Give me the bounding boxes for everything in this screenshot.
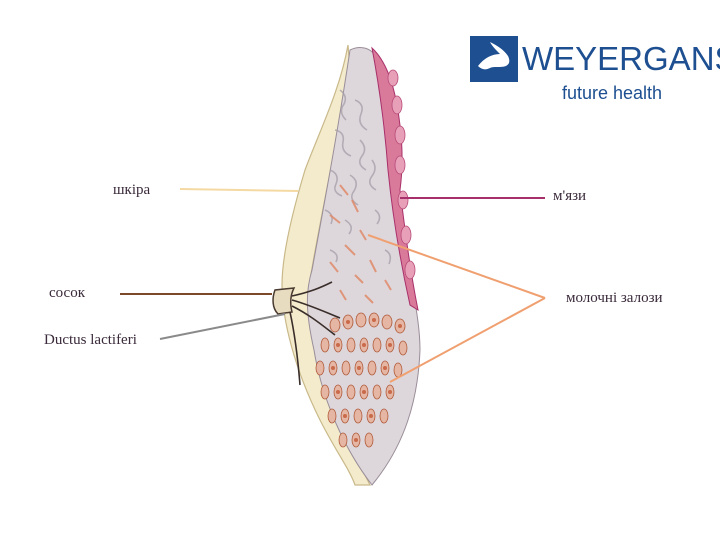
logo-wordmark: WEYERGANS — [522, 40, 720, 77]
nipple-label: сосок — [49, 285, 85, 301]
gland-lobule-centers — [331, 318, 402, 442]
glands-leader-line-upper — [367, 234, 546, 299]
nipple — [272, 287, 296, 315]
lactiferous-ducts — [289, 281, 341, 386]
weyergans-logo: WEYERGANS future health — [470, 36, 720, 106]
gland-strands-upper — [329, 184, 392, 304]
bird-logo-icon — [470, 36, 518, 82]
glands-leader-line-lower — [389, 297, 546, 383]
ducts-leader-line — [159, 313, 286, 340]
skin-label: шкіра — [113, 182, 151, 198]
skin-leader-line — [179, 188, 299, 192]
ducts-label: Ductus lactiferi — [44, 332, 137, 348]
muscles-label: м'язи — [553, 188, 587, 204]
muscle-bumps — [387, 69, 416, 280]
glands-label: молочні залози — [566, 290, 663, 306]
logo-tagline: future health — [562, 83, 663, 103]
